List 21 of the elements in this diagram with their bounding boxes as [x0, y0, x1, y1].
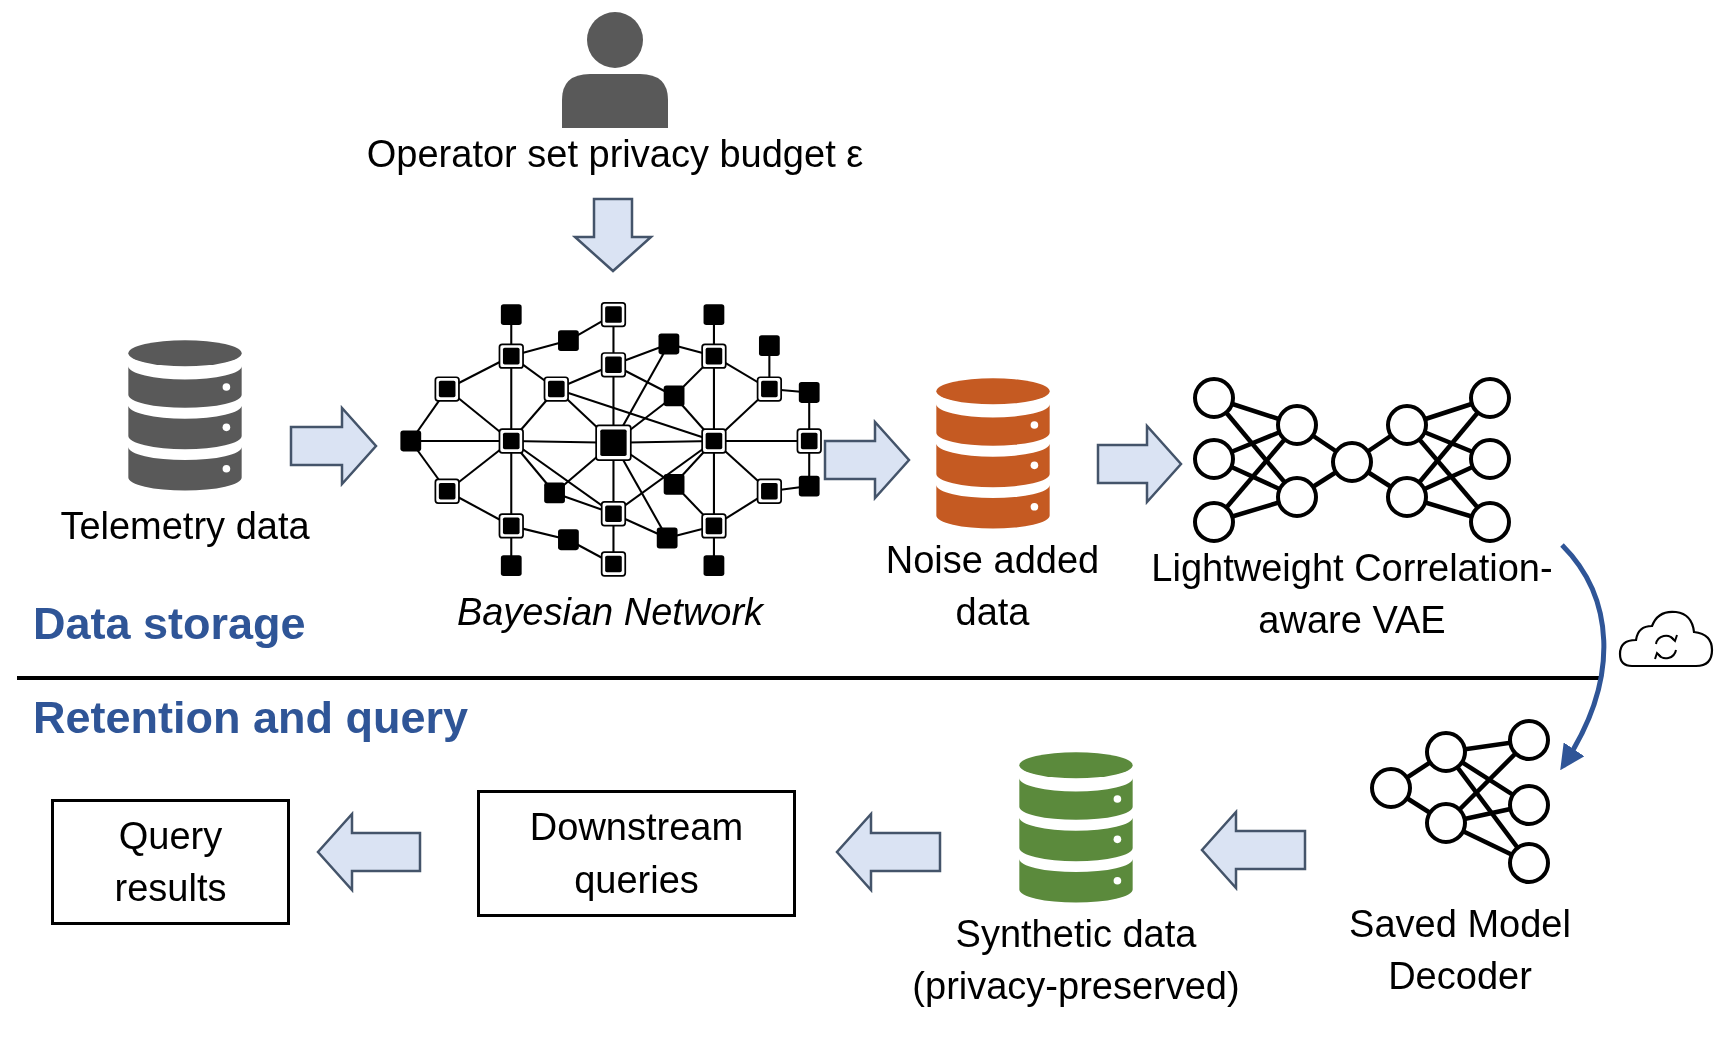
- block-arrow: [835, 810, 942, 894]
- process-box: [51, 799, 290, 925]
- process-box: [477, 790, 796, 917]
- block-arrow: [1096, 422, 1183, 506]
- node-label: Noise added data: [884, 538, 1101, 636]
- node-label: Saved Model Decoder: [1348, 902, 1572, 1000]
- block-arrow: [1200, 808, 1307, 892]
- section-heading: Retention and query: [33, 692, 469, 744]
- node-label: Lightweight Correlation-aware VAE: [1150, 546, 1554, 644]
- block-arrow: [823, 418, 911, 502]
- node-label: Downstream queries: [528, 805, 745, 903]
- node-label: Bayesian Network: [456, 590, 764, 635]
- node-label: Operator set privacy budget ε: [366, 132, 864, 177]
- curved-arrow: [1560, 543, 1607, 771]
- section-heading: Data storage: [33, 598, 306, 650]
- node-label: Telemetry data: [60, 504, 310, 549]
- block-arrow: [316, 810, 422, 894]
- node-label: Synthetic data (privacy-preserved): [911, 912, 1241, 1010]
- node-label: Query results: [113, 813, 228, 911]
- block-arrow: [571, 197, 655, 273]
- block-arrow: [289, 404, 378, 488]
